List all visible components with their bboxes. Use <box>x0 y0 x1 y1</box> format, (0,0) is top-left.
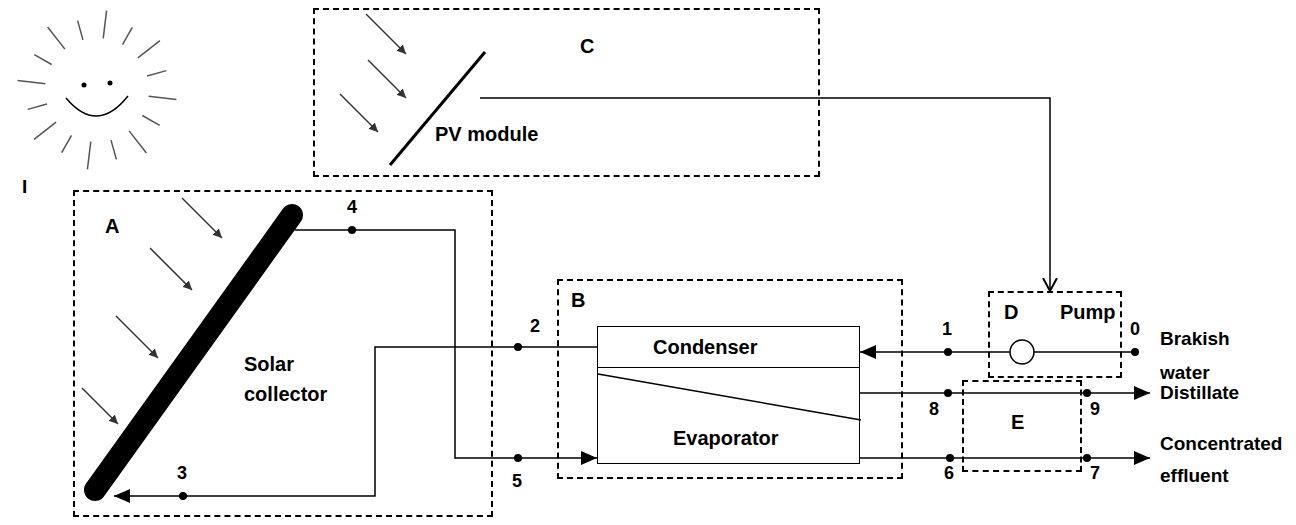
pv-panel <box>390 52 485 165</box>
component-label: Solar collector <box>244 349 339 409</box>
section-letter: D <box>1004 300 1018 324</box>
stream-label: Concentrated effluent <box>1160 428 1292 492</box>
callout-number: 0 <box>1130 318 1140 340</box>
sun-ray <box>18 80 46 83</box>
sun-ray <box>123 27 133 44</box>
section-letter: E <box>1011 410 1024 434</box>
callout-number: 3 <box>177 462 187 484</box>
sun-ray <box>149 96 177 99</box>
callout-number: 6 <box>944 462 954 484</box>
sunlight-arrow <box>182 198 222 238</box>
evaporator-box: Evaporator <box>597 368 860 464</box>
sun-ray <box>48 27 65 49</box>
sun-ray <box>129 131 146 153</box>
outlet-arrow <box>962 457 1150 459</box>
sun-ray <box>103 11 106 39</box>
pv-module: PV module <box>385 48 545 170</box>
sunlight-arrow <box>82 388 118 424</box>
stream-label: Brakish water <box>1160 322 1260 390</box>
state-point <box>348 226 356 234</box>
group-box: E <box>962 380 1082 472</box>
section-letter: B <box>571 288 585 312</box>
callout-number: 8 <box>929 398 939 420</box>
callout-number: 4 <box>347 196 357 218</box>
callout-number: 7 <box>1090 462 1100 484</box>
sunlight-arrow <box>150 248 192 290</box>
sun-mouth <box>66 96 128 116</box>
group-box: CondenserEvaporator B <box>557 279 903 479</box>
sun-ray <box>78 21 83 40</box>
figure-label: I <box>22 175 27 199</box>
sun-ray <box>111 140 116 159</box>
pv-panel <box>385 48 545 170</box>
component-label: Evaporator <box>673 426 779 450</box>
state-point <box>1083 389 1091 397</box>
state-point <box>1083 454 1091 462</box>
callout-number: 5 <box>512 470 522 492</box>
sun-figure <box>18 11 177 170</box>
sun-ray <box>142 116 159 126</box>
stream-label: Distillate <box>1160 381 1239 405</box>
sun-ray <box>138 41 160 58</box>
component-label: Condenser <box>653 335 757 359</box>
sun-ray <box>62 135 72 152</box>
callout-number: 2 <box>530 315 540 337</box>
state-point <box>1131 348 1139 356</box>
collector-panel <box>84 203 345 503</box>
callout-number: 9 <box>1090 398 1100 420</box>
component-label: PV module <box>435 122 538 146</box>
outlet-arrow <box>962 392 1150 394</box>
pipe-line <box>988 351 1010 353</box>
section-letter: C <box>580 34 594 58</box>
state-point <box>946 454 954 462</box>
collector-panel <box>95 215 292 490</box>
group-box: PV module C <box>313 8 820 177</box>
state-points <box>179 226 1139 500</box>
component-label: Pump <box>1060 300 1116 324</box>
flow-connector <box>480 98 1050 291</box>
flow-connector <box>295 230 597 458</box>
state-point <box>514 454 522 462</box>
section-letter: A <box>105 214 119 238</box>
sunlight-arrow <box>116 316 158 358</box>
sun-ray <box>147 71 166 76</box>
callout-number: 1 <box>942 318 952 340</box>
state-point <box>944 348 952 356</box>
sunlight-arrow <box>368 60 406 98</box>
condenser-box: Condenser <box>597 326 860 368</box>
sun-ray <box>28 104 47 109</box>
sun-ray <box>87 142 90 170</box>
divider-line <box>598 374 861 420</box>
sunlight-arrow <box>340 94 378 132</box>
state-point <box>944 389 952 397</box>
solar-collector: Solar collector <box>84 203 345 503</box>
state-point <box>514 343 522 351</box>
sun-ray <box>34 122 56 139</box>
flow-connector <box>860 351 988 353</box>
sun-eye <box>108 81 113 86</box>
pump-symbol <box>1010 340 1034 364</box>
sun-ray <box>34 55 51 65</box>
sunlight-rays <box>82 14 406 424</box>
group-box: D Pump <box>988 291 1122 378</box>
state-point <box>179 492 187 500</box>
sun-eye <box>82 83 87 88</box>
sunlight-arrow <box>366 14 406 54</box>
group-box: Solar collector A <box>73 190 493 517</box>
